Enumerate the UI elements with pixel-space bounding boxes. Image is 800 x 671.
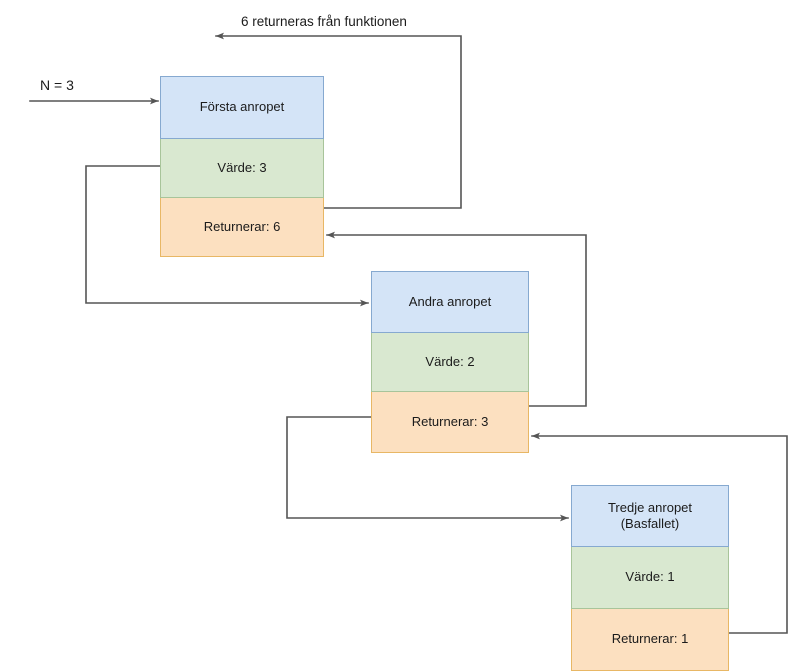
frame-value-third-call: Värde: 1 (571, 547, 729, 609)
frame-return-first-call: Returnerar: 6 (160, 198, 324, 257)
stack-frame-third-call[interactable]: Tredje anropet (Basfallet) Värde: 1 Retu… (571, 485, 729, 671)
frame-header-second-call: Andra anropet (371, 271, 529, 333)
stack-frame-first-call[interactable]: Första anropet Värde: 3 Returnerar: 6 (160, 76, 324, 257)
frame-header-first-call: Första anropet (160, 76, 324, 139)
frame-header-third-call: Tredje anropet (Basfallet) (571, 485, 729, 547)
input-value-label: N = 3 (40, 77, 74, 93)
connector-return-2-to-1 (326, 231, 587, 407)
stack-frame-second-call[interactable]: Andra anropet Värde: 2 Returnerar: 3 (371, 271, 529, 453)
connector-call-1-to-2 (85, 165, 369, 307)
frame-value-first-call: Värde: 3 (160, 139, 324, 198)
connector-return-1-to-caller (215, 32, 462, 209)
connector-call-2-to-3 (286, 416, 569, 522)
return-to-caller-label: 6 returneras från funktionen (241, 14, 407, 29)
frame-value-second-call: Värde: 2 (371, 333, 529, 392)
frame-return-third-call: Returnerar: 1 (571, 609, 729, 671)
connector-return-3-to-2 (531, 432, 788, 634)
frame-return-second-call: Returnerar: 3 (371, 392, 529, 453)
